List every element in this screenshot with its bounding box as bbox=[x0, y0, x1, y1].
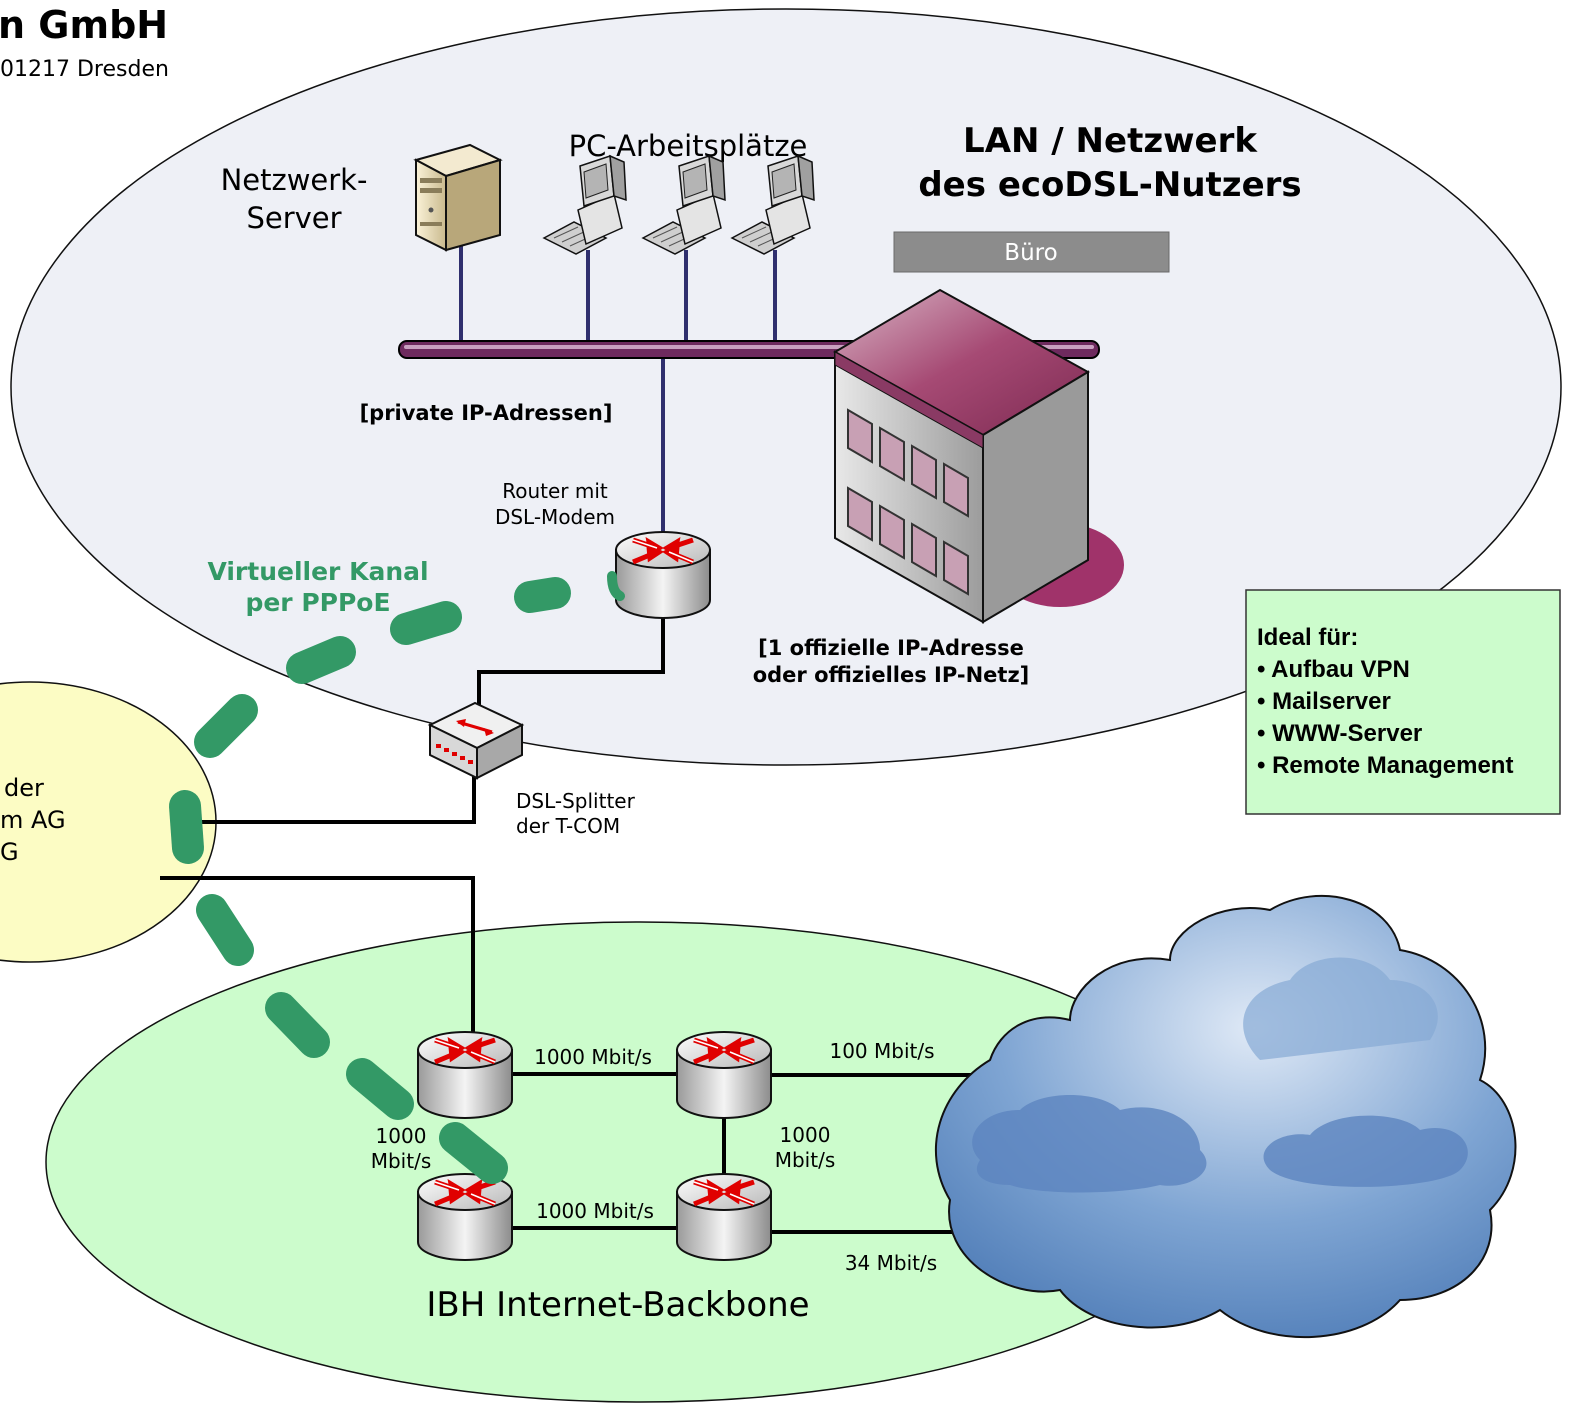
dsl-splitter-icon bbox=[427, 701, 525, 780]
office-label: Büro bbox=[1004, 240, 1057, 266]
link-top-label: 1000 Mbit/s bbox=[534, 1045, 652, 1069]
link-left-line1: 1000 bbox=[376, 1124, 427, 1148]
backbone-router-4-icon bbox=[677, 1174, 771, 1260]
office-bar bbox=[893, 231, 1170, 273]
backbone-title: IBH Internet-Backbone bbox=[426, 1285, 809, 1325]
company-name: n GmbH bbox=[0, 3, 168, 47]
uplink-2-label: 34 Mbit/s bbox=[845, 1251, 937, 1275]
official-ip-line2: oder offizielles IP-Netz] bbox=[753, 663, 1030, 687]
company-address: 01217 Dresden bbox=[0, 57, 169, 82]
server-label-line1: Netzwerk- bbox=[221, 163, 368, 197]
ideal-box bbox=[1245, 589, 1561, 815]
lan-title-line2: des ecoDSL-Nutzers bbox=[918, 165, 1301, 205]
splitter-label-line1: DSL-Splitter bbox=[516, 789, 636, 813]
uplink-1-label: 100 Mbit/s bbox=[829, 1039, 934, 1063]
router-label-line1: Router mit bbox=[502, 479, 608, 503]
server-label-line2: Server bbox=[246, 201, 341, 235]
telekom-line2: m AG bbox=[0, 806, 66, 834]
pppoe-tunnel-dashes bbox=[169, 577, 571, 1184]
backbone-router-2-icon bbox=[677, 1032, 771, 1118]
ideal-heading: Ideal für: bbox=[1257, 624, 1358, 651]
official-ip-line1: [1 offizielle IP-Adresse bbox=[758, 636, 1024, 660]
splitter-label-line2: der T-COM bbox=[516, 814, 620, 838]
server-icon bbox=[413, 143, 503, 252]
link-bottom-label: 1000 Mbit/s bbox=[536, 1199, 654, 1223]
connection-lines bbox=[160, 612, 985, 1234]
lan-drop-lines bbox=[459, 246, 777, 540]
backbone-router-1-icon bbox=[418, 1032, 512, 1118]
ideal-item-4: • Remote Management bbox=[1257, 752, 1513, 779]
lan-router-icon bbox=[616, 532, 710, 618]
ideal-item-1: • Aufbau VPN bbox=[1257, 656, 1410, 683]
link-right-line2: Mbit/s bbox=[775, 1148, 836, 1172]
link-left-line2: Mbit/s bbox=[371, 1149, 432, 1173]
ideal-item-3: • WWW-Server bbox=[1257, 720, 1422, 747]
router-label-line2: DSL-Modem bbox=[495, 505, 615, 529]
lan-title-line1: LAN / Netzwerk bbox=[963, 121, 1258, 161]
link-right-line1: 1000 bbox=[780, 1123, 831, 1147]
telekom-line3: G bbox=[0, 838, 19, 866]
tunnel-label-line2: per PPPoE bbox=[245, 588, 390, 617]
building-icon bbox=[832, 288, 1124, 624]
telekom-line1: der bbox=[4, 774, 44, 802]
internet-cloud-icon bbox=[935, 895, 1517, 1339]
ideal-item-2: • Mailserver bbox=[1257, 688, 1391, 715]
lan-zone bbox=[10, 8, 1562, 766]
backbone-router-3-icon bbox=[418, 1174, 512, 1260]
private-ip-label: [private IP-Adressen] bbox=[360, 401, 613, 425]
tunnel-label-line1: Virtueller Kanal bbox=[207, 557, 428, 586]
